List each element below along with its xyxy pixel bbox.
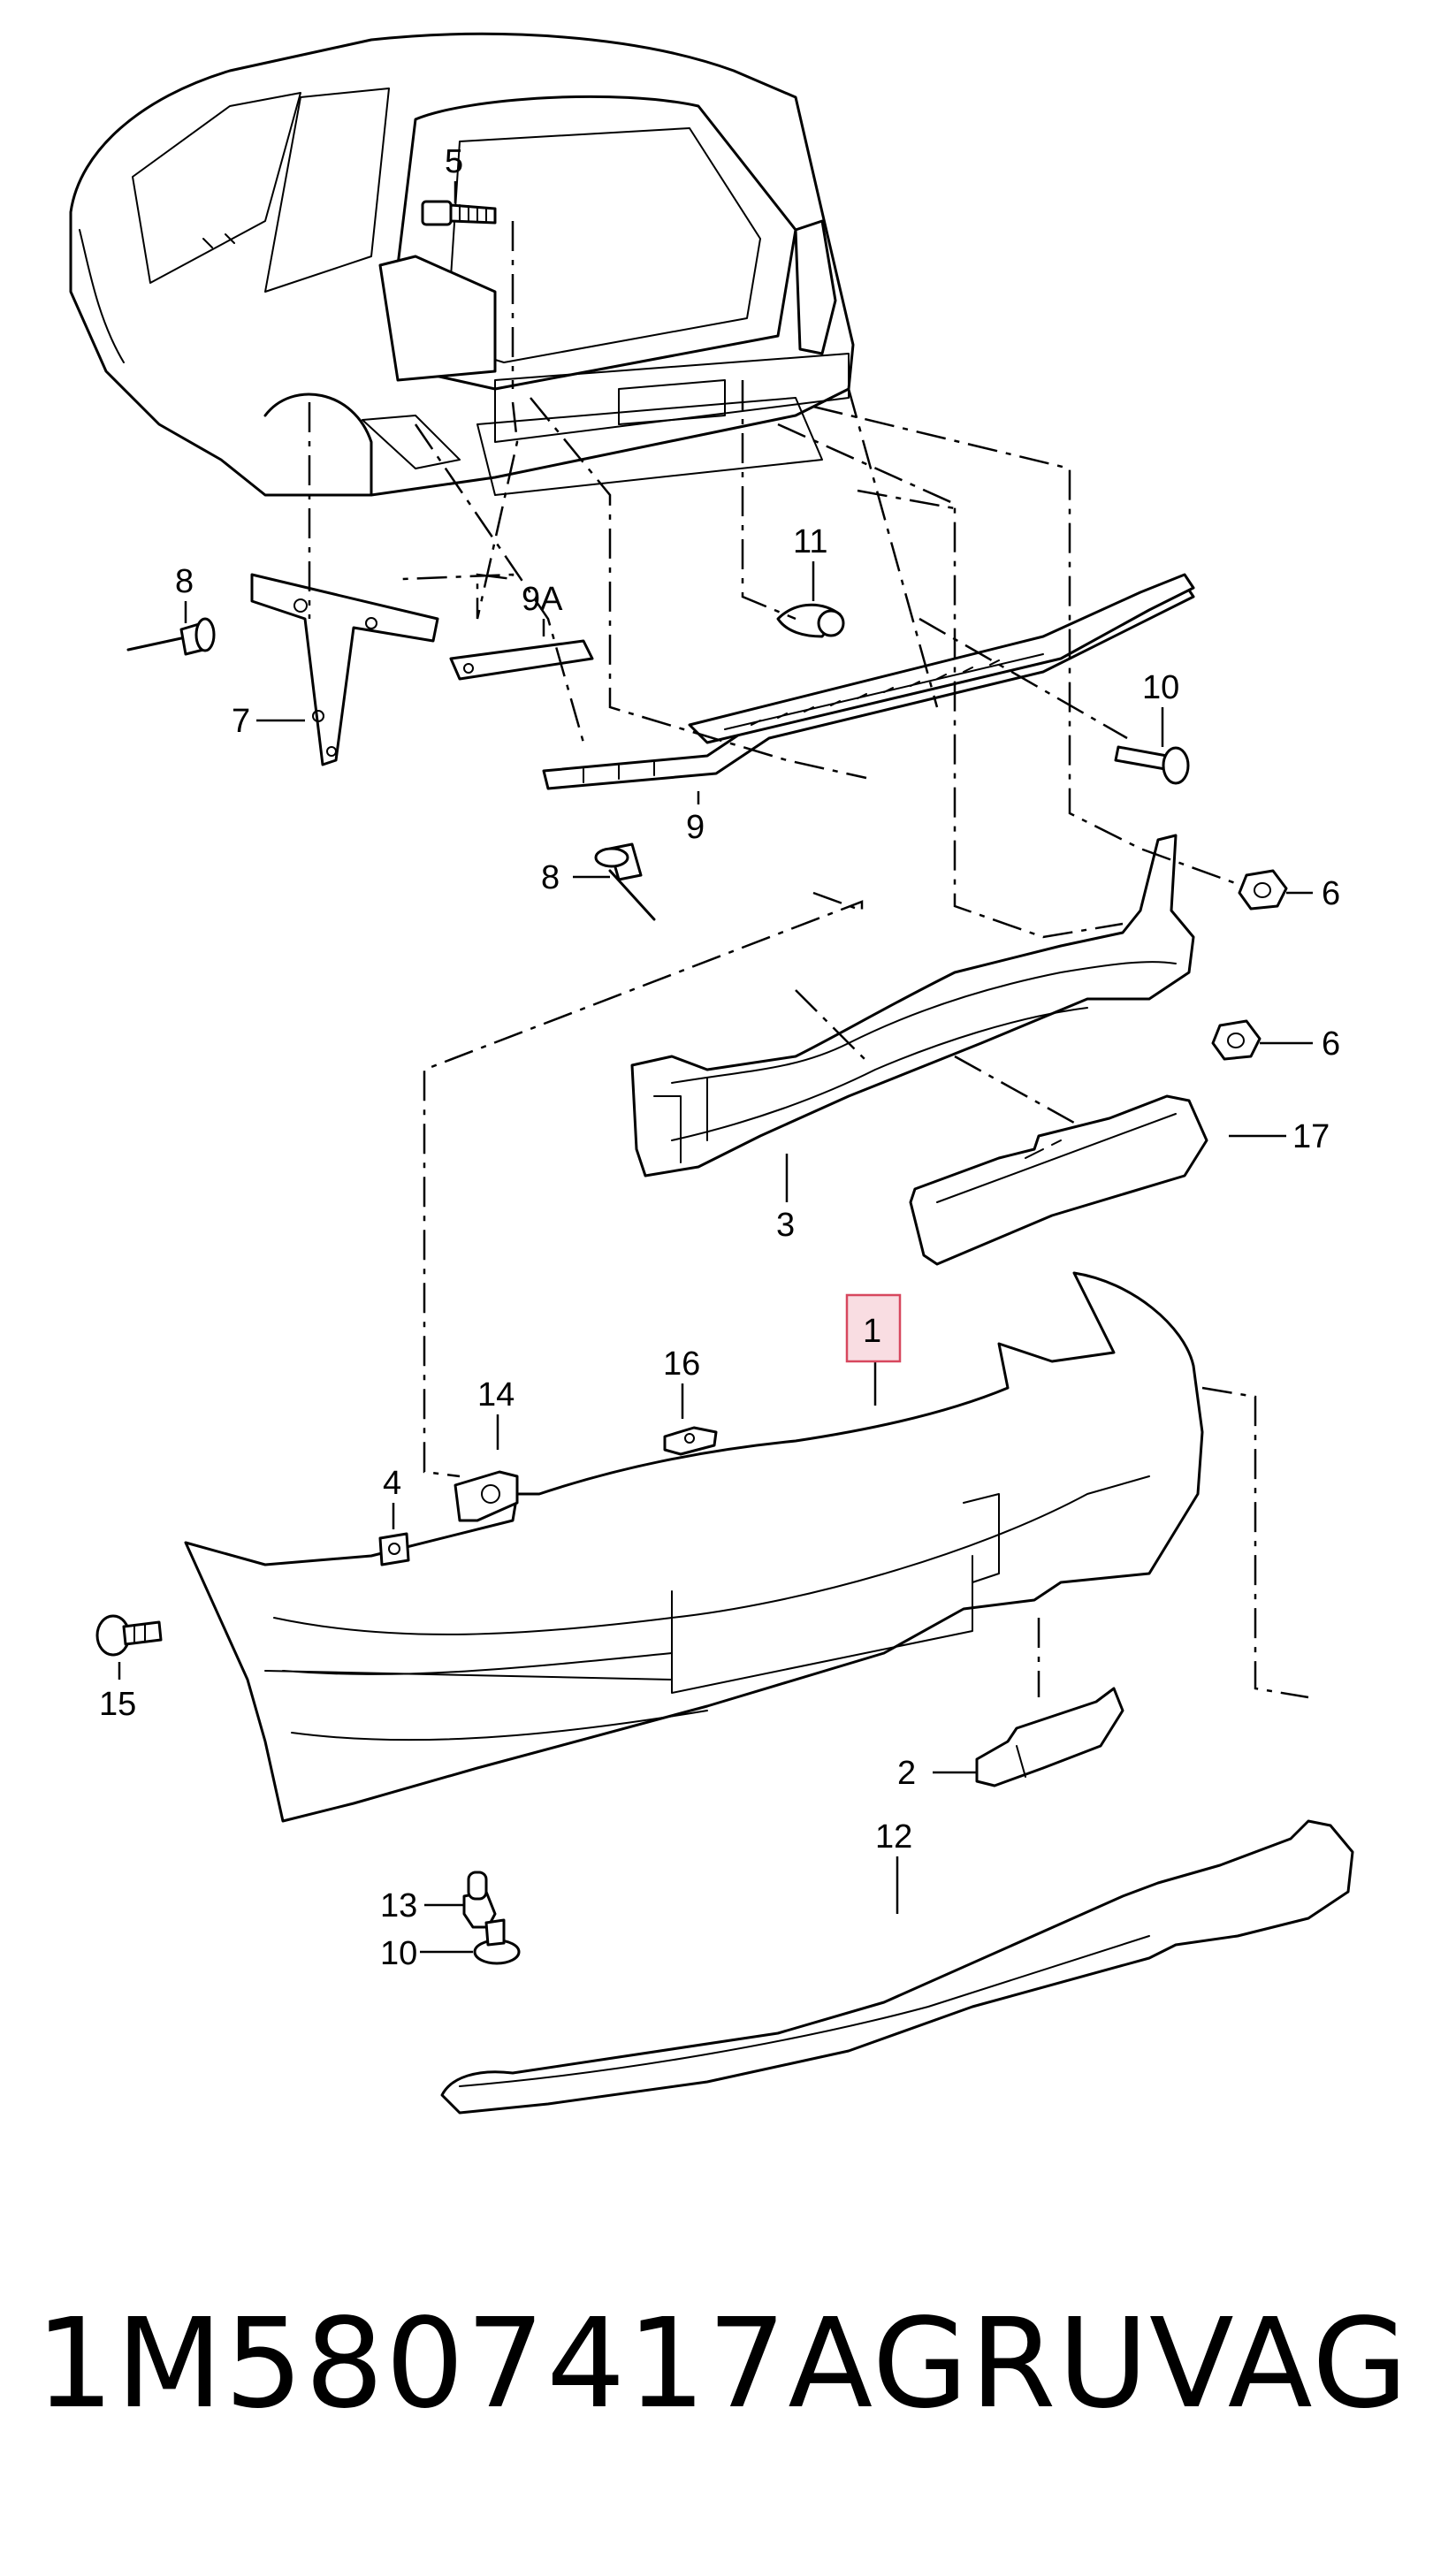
part-17-absorber — [909, 1094, 1208, 1266]
brand-text: VAG — [1149, 2292, 1410, 2436]
part-7-bracket — [250, 573, 439, 766]
callout-10-upper: 10 — [1142, 669, 1179, 706]
callout-2: 2 — [897, 1755, 916, 1792]
callout-8-upper: 8 — [175, 563, 194, 600]
part-10-bolt-upper — [1114, 745, 1190, 785]
part-15-screw — [95, 1614, 163, 1657]
part-6-nut-lower — [1211, 1019, 1261, 1061]
part-12-spoiler — [440, 1819, 1354, 2115]
part-6-nut-upper — [1238, 869, 1288, 911]
callout-16: 16 — [663, 1345, 700, 1383]
callout-9: 9 — [686, 809, 705, 846]
part-4-clip — [378, 1532, 410, 1566]
callout-7: 7 — [232, 703, 250, 740]
callout-11: 11 — [793, 523, 827, 560]
callout-8-lower: 8 — [541, 859, 560, 896]
part-13-clip — [462, 1871, 497, 1929]
callout-15: 15 — [99, 1686, 136, 1723]
callout-1: 1 — [863, 1313, 881, 1350]
highlight-box-part-1 — [845, 1293, 902, 1363]
part-8-rivet-upper — [126, 617, 216, 656]
part-3-impact-beam — [630, 834, 1195, 1177]
part-16-clip — [663, 1426, 718, 1456]
callout-10-lower: 10 — [380, 1935, 417, 1972]
car-body-illustration — [69, 32, 855, 497]
callout-leaders — [118, 181, 1313, 1954]
part-8-rivet-lower — [594, 842, 656, 921]
part-14-bracket — [454, 1470, 519, 1522]
callout-4: 4 — [383, 1465, 401, 1502]
part-1-bumper-cover — [184, 1271, 1204, 1823]
part-2-tow-cover — [975, 1687, 1124, 1787]
part-number-text: 1M5807417AGRU — [35, 2292, 1150, 2436]
part-5-bolt — [421, 200, 497, 226]
upper-crossmember — [688, 573, 1195, 744]
part-11-clip — [776, 603, 845, 638]
part-10-bolt-lower — [473, 1918, 521, 1965]
callout-17: 17 — [1292, 1118, 1330, 1155]
callout-labels: 1 2 3 4 5 6 6 7 8 8 9 9A 10 10 11 12 13 … — [99, 143, 1340, 1972]
callout-13: 13 — [380, 1887, 417, 1924]
callout-3: 3 — [776, 1207, 795, 1244]
callout-6-lower: 6 — [1322, 1025, 1340, 1063]
callout-14: 14 — [477, 1376, 515, 1414]
callout-12: 12 — [875, 1818, 912, 1856]
callout-9a: 9A — [522, 581, 563, 618]
assembly-guide-lines — [308, 221, 1309, 1699]
callout-6-upper: 6 — [1322, 875, 1340, 912]
callout-5: 5 — [445, 143, 463, 180]
part-9a-clip — [449, 639, 594, 681]
